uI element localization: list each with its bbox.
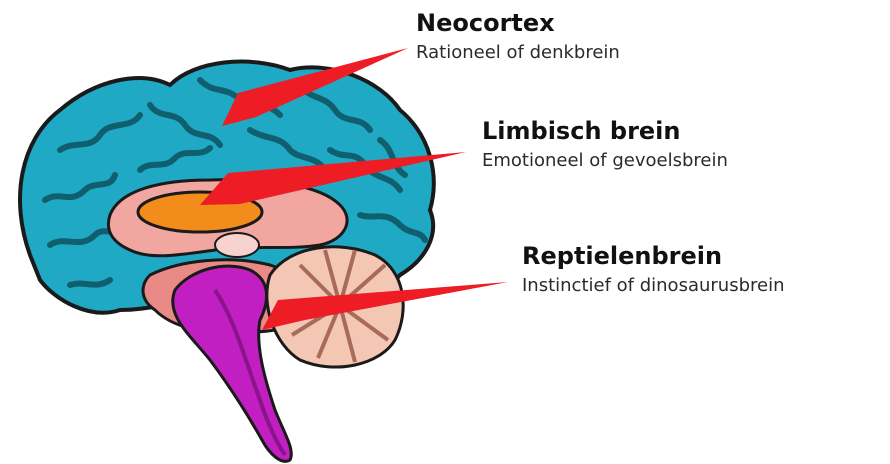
pineal-shape — [215, 233, 259, 257]
reptilian-label: Reptielenbrein Instinctief of dinosaurus… — [522, 242, 785, 298]
reptilian-subtitle: Instinctief of dinosaurusbrein — [522, 274, 785, 298]
neocortex-subtitle: Rationeel of denkbrein — [416, 41, 620, 65]
reptilian-title: Reptielenbrein — [522, 242, 785, 270]
neocortex-title: Neocortex — [416, 9, 620, 37]
limbic-label: Limbisch brein Emotioneel of gevoelsbrei… — [482, 117, 728, 173]
limbic-title: Limbisch brein — [482, 117, 728, 145]
limbic-subtitle: Emotioneel of gevoelsbrein — [482, 149, 728, 173]
neocortex-label: Neocortex Rationeel of denkbrein — [416, 9, 620, 65]
